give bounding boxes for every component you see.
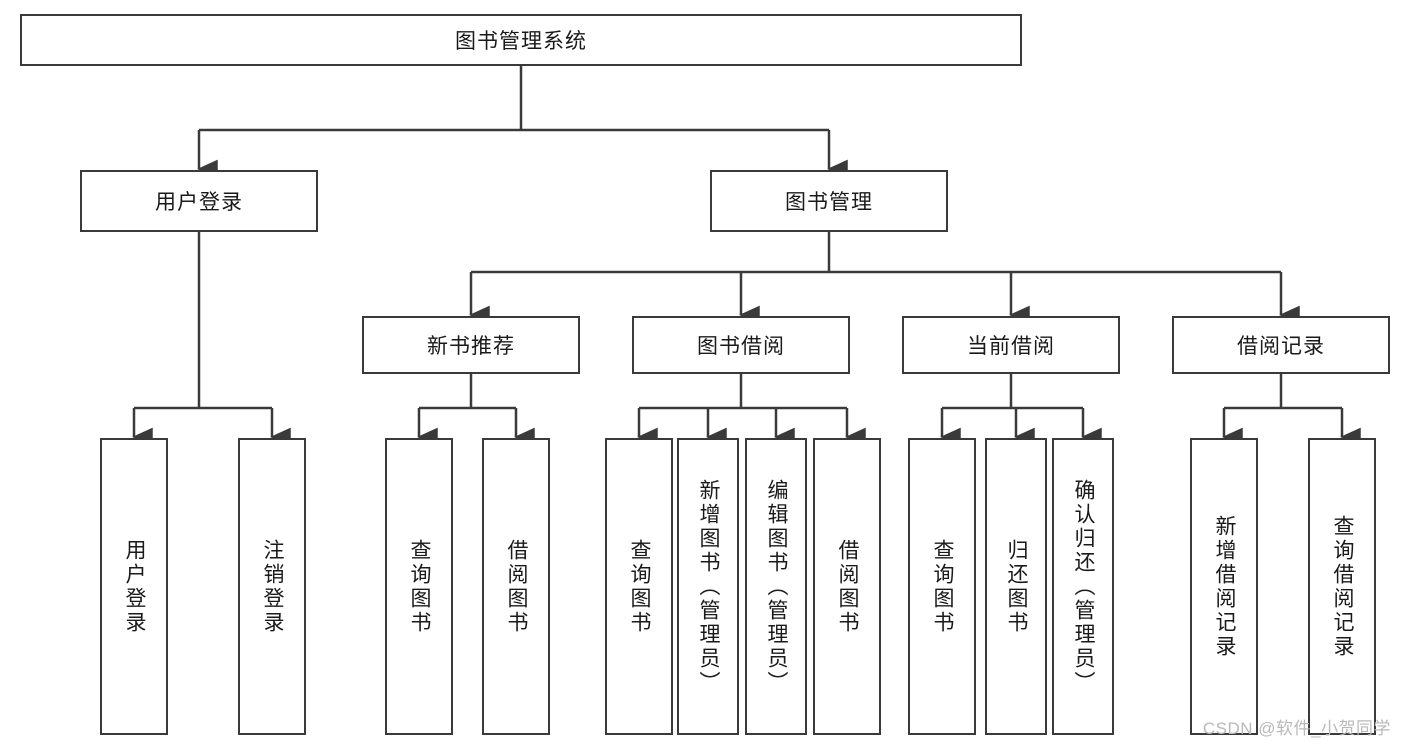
leaf-node-11[interactable]: 新增借阅记录 [1190, 438, 1258, 735]
leaf-node-8[interactable]: 查询图书 [908, 438, 976, 735]
leaf-node-label: 借阅图书 [836, 538, 860, 635]
leaf-node-7[interactable]: 借阅图书 [813, 438, 881, 735]
level2-node-label: 用户登录 [155, 191, 243, 214]
leaf-node-label: 新增借阅记录 [1213, 514, 1237, 659]
level3-node-1[interactable]: 图书借阅 [632, 316, 850, 374]
level2-node-label: 图书管理 [785, 191, 873, 214]
leaf-node-5[interactable]: 新增图书（管理员） [677, 438, 739, 735]
leaf-node-label: 编辑图书（管理员） [765, 478, 789, 695]
level2-node-0[interactable]: 用户登录 [80, 170, 318, 232]
level3-node-label: 借阅记录 [1237, 335, 1325, 358]
leaf-node-0[interactable]: 用户登录 [100, 438, 168, 735]
level3-node-2[interactable]: 当前借阅 [902, 316, 1120, 374]
leaf-node-2[interactable]: 查询图书 [385, 438, 453, 735]
leaf-node-3[interactable]: 借阅图书 [482, 438, 550, 735]
leaf-node-label: 新增图书（管理员） [697, 478, 721, 695]
leaf-node-10[interactable]: 确认归还（管理员） [1052, 438, 1114, 735]
level3-node-label: 图书借阅 [697, 335, 785, 358]
level3-node-label: 当前借阅 [967, 335, 1055, 358]
leaf-node-label: 查询图书 [408, 538, 432, 635]
leaf-node-label: 用户登录 [123, 538, 147, 635]
leaf-node-label: 注销登录 [261, 538, 285, 635]
level3-node-label: 新书推荐 [427, 335, 515, 358]
leaf-node-4[interactable]: 查询图书 [605, 438, 673, 735]
level3-node-3[interactable]: 借阅记录 [1172, 316, 1390, 374]
leaf-node-1[interactable]: 注销登录 [238, 438, 306, 735]
level3-node-0[interactable]: 新书推荐 [362, 316, 580, 374]
leaf-node-9[interactable]: 归还图书 [985, 438, 1047, 735]
leaf-node-label: 确认归还（管理员） [1072, 478, 1096, 695]
leaf-node-label: 查询借阅记录 [1331, 514, 1355, 659]
watermark-label: CSDN @软件_小贺同学 [1202, 719, 1391, 738]
root-node-label: 图书管理系统 [455, 30, 587, 53]
leaf-node-label: 归还图书 [1005, 538, 1029, 635]
root-node-0[interactable]: 图书管理系统 [20, 14, 1022, 66]
leaf-node-label: 查询图书 [931, 538, 955, 635]
leaf-node-label: 查询图书 [628, 538, 652, 635]
leaf-node-label: 借阅图书 [505, 538, 529, 635]
leaf-node-6[interactable]: 编辑图书（管理员） [745, 438, 807, 735]
level2-node-1[interactable]: 图书管理 [710, 170, 948, 232]
leaf-node-12[interactable]: 查询借阅记录 [1308, 438, 1376, 735]
